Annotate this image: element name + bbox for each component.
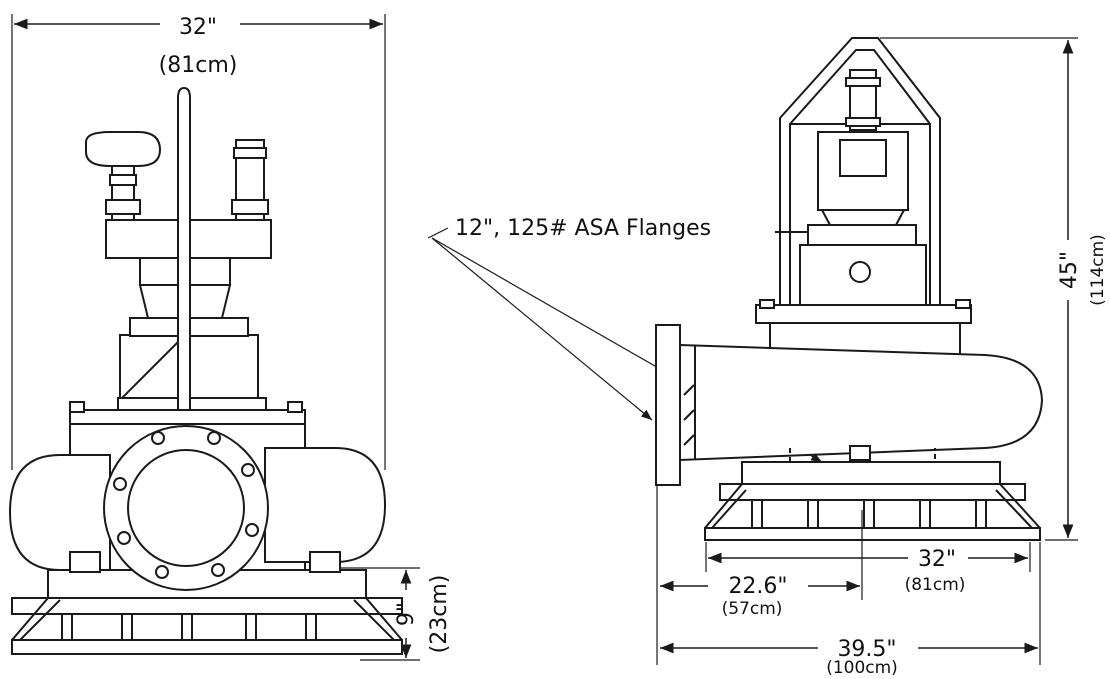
side-flange-plate — [655, 324, 681, 486]
front-width-cm: (81cm) — [159, 53, 238, 78]
front-vertical-pipe — [177, 86, 191, 411]
front-width-dimension: 32" (81cm) — [11, 14, 386, 470]
side-flange-offset-inches: 22.6" — [728, 574, 787, 599]
front-width-inches: 32" — [179, 15, 217, 40]
side-view: 12", 125# ASA Flanges — [427, 37, 1108, 678]
front-base-height-cm: (23cm) — [427, 575, 452, 654]
flange-callout-text: 12", 125# ASA Flanges — [455, 216, 711, 241]
side-overall-width-dimension: 39.5" (100cm) — [660, 542, 1041, 678]
flange-callout: 12", 125# ASA Flanges — [427, 216, 823, 463]
front-base-height-dimension: 9" (23cm) — [340, 567, 452, 661]
side-base-frame — [704, 461, 1041, 541]
side-intake — [789, 445, 936, 463]
side-base-width-inches: 32" — [918, 547, 956, 572]
front-discharge-flange — [103, 425, 269, 591]
side-base-width-dimension: 32" (81cm) — [705, 542, 1031, 595]
side-flange-offset-cm: (57cm) — [722, 599, 783, 619]
side-height-cm: (114cm) — [1088, 234, 1108, 306]
front-view: 32" (81cm) — [8, 14, 452, 661]
side-height-dimension: 45" (114cm) — [880, 37, 1108, 541]
side-base-width-cm: (81cm) — [905, 575, 966, 595]
side-flange-offset-dimension: 22.6" (57cm) — [656, 486, 863, 665]
front-valve-stems — [85, 131, 269, 221]
side-motor — [775, 69, 941, 306]
side-height-inches: 45" — [1057, 251, 1082, 289]
side-overall-width-cm: (100cm) — [826, 658, 898, 678]
side-volute — [679, 343, 1044, 462]
side-overall-width-inches: 39.5" — [837, 637, 896, 662]
front-base-height-inches: 9" — [394, 602, 419, 626]
